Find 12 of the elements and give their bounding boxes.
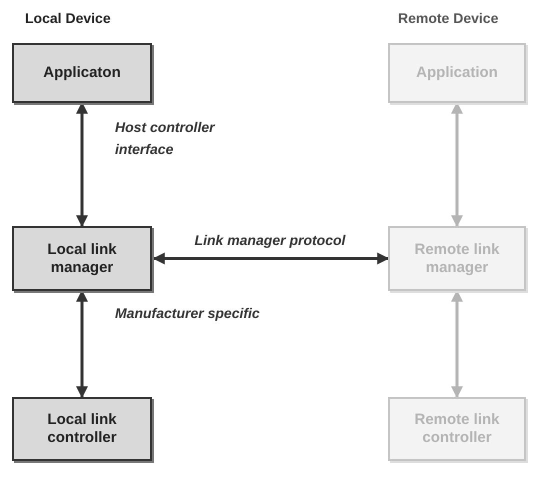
edge-label: Host controller interface <box>115 118 216 159</box>
column-heading: Local Device <box>25 10 111 26</box>
double-arrow <box>152 252 390 264</box>
edge-label: Manufacturer specific <box>115 304 261 323</box>
component-box: Application <box>388 43 526 103</box>
component-box: Applicaton <box>12 43 152 103</box>
column-heading: Remote Device <box>398 10 498 26</box>
component-box: Local link manager <box>12 226 152 291</box>
component-box: Local link controller <box>12 397 152 461</box>
edge-label: Link manager protocol <box>194 231 346 250</box>
component-box: Remote link controller <box>388 397 526 461</box>
component-box: Remote link manager <box>388 226 526 291</box>
